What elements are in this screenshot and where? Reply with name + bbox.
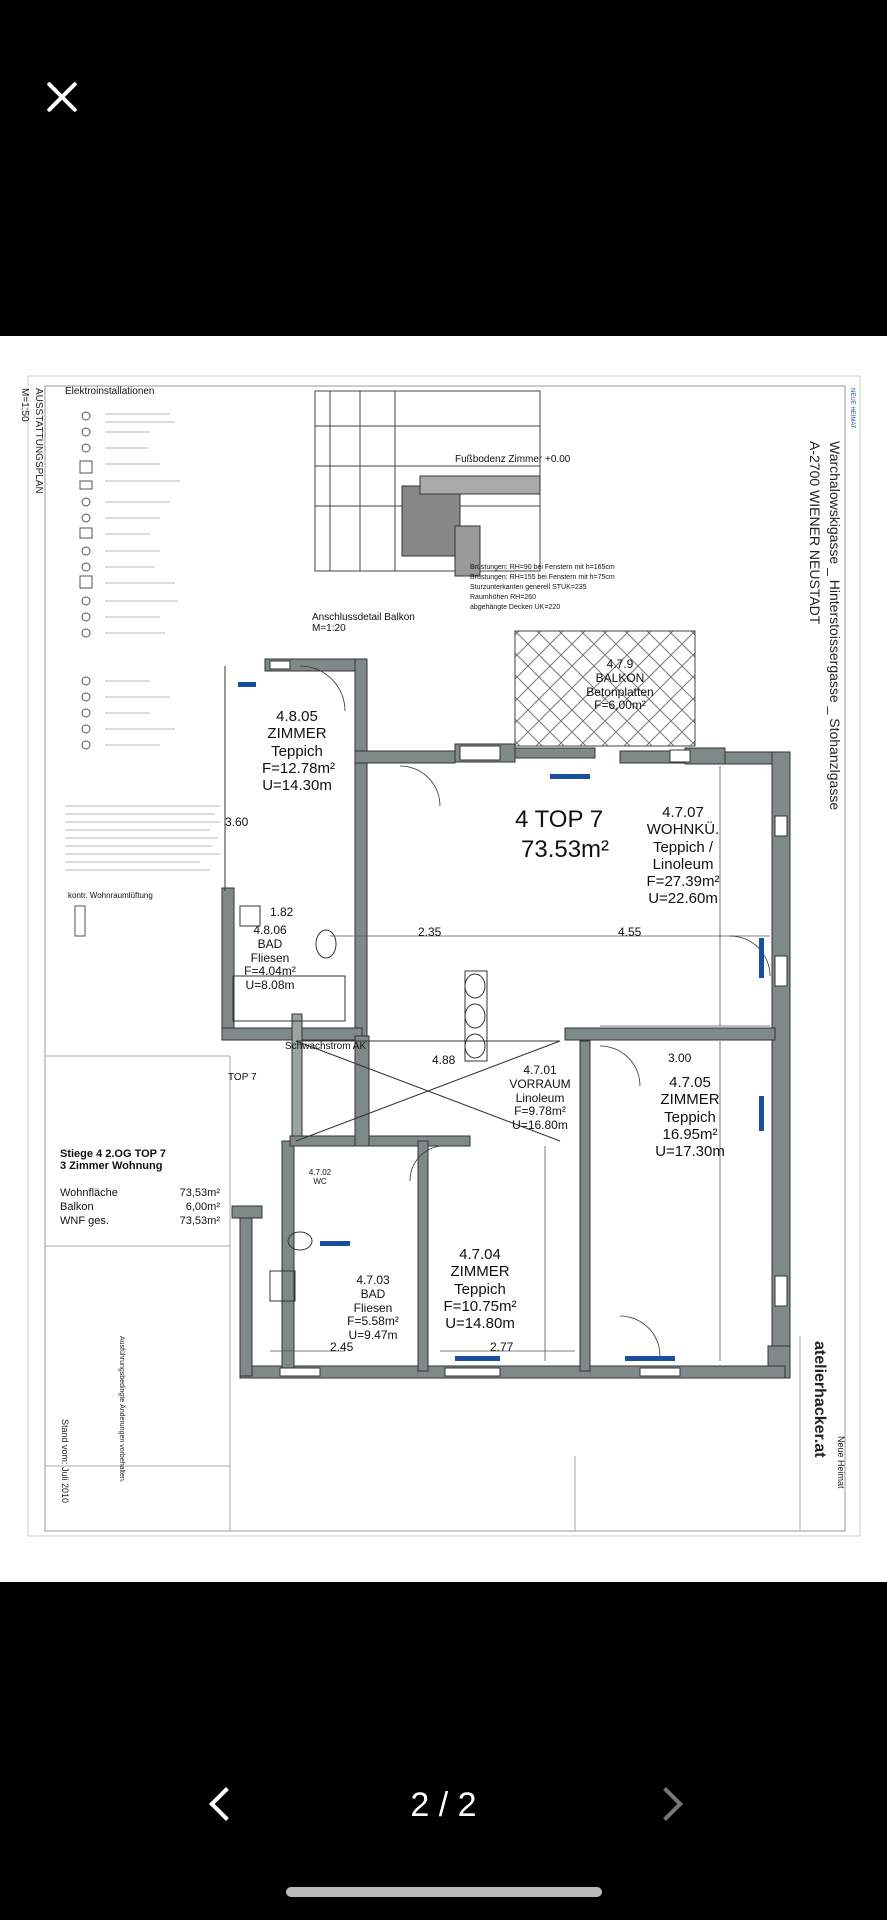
dim-label: 2.77 — [490, 1340, 514, 1354]
room-perimeter: U=14.80m — [445, 1315, 515, 1332]
room-4707: 4.7.07 WOHNKÜ. Teppich / Linoleum F=27.3… — [633, 804, 733, 908]
room-4704: 4.7.04 ZIMMER Teppich F=10.75m² U=14.80m — [430, 1246, 530, 1332]
room-name: BAD — [360, 1286, 386, 1301]
previous-page-button[interactable] — [200, 1784, 240, 1824]
dim-label: Schwachstrom AK — [285, 1041, 367, 1052]
room-area: F=10.75m² — [443, 1297, 517, 1315]
room-area: F=12.78m² — [262, 759, 335, 777]
room-name: VORRAUM — [509, 1076, 571, 1091]
summary-title: Stiege 4 2.OG TOP 7 — [60, 1148, 166, 1160]
room-floor: Betonplatten — [586, 684, 654, 699]
brustung-note-1: Brüstungen: RH=90 bei Fenstern mit h=165… — [470, 564, 615, 571]
next-page-button[interactable] — [652, 1784, 692, 1824]
room-area: F=27.39m² — [646, 873, 720, 890]
plan-title-left: AUSSTATTUNGSPLAN — [33, 388, 44, 494]
window-note: Fußbodenz Zimmer +0.00 — [455, 454, 571, 465]
apartment-area: 73.53m² — [521, 836, 610, 863]
room-floor: Fliesen — [250, 950, 290, 965]
stand-date: Stand vom: Juli 2010 — [60, 1419, 70, 1504]
balcony-detail-label: Anschlussdetail Balkon — [312, 612, 415, 623]
dim-label: TOP 7 — [228, 1072, 257, 1083]
close-button[interactable] — [40, 75, 84, 119]
room-floor: Teppich — [664, 1108, 716, 1126]
wohnraum-lueftung: kontr. Wohnraumlüftung — [68, 891, 153, 900]
room-id: 4.7.05 — [669, 1074, 711, 1091]
footer-note: Ausführungsbedingte Änderungen vorbehalt… — [118, 1336, 125, 1483]
dim-label: 2.45 — [330, 1340, 354, 1354]
room-perimeter: U=22.60m — [648, 890, 718, 908]
image-viewer[interactable]: Warchalowskigasse _ Hinterstoissergasse … — [0, 336, 887, 1582]
dim-label: 4.55 — [618, 925, 642, 939]
room-name: ZIMMER — [660, 1091, 720, 1109]
room-floor: Fliesen — [353, 1300, 393, 1315]
room-area: F=9.78m² — [514, 1104, 566, 1119]
dim-label: 3.00 — [668, 1051, 692, 1065]
room-479: 4.7.9 BALKON Betonplatten F=6,00m² — [580, 657, 660, 713]
room-perimeter: U=16.80m — [512, 1118, 568, 1133]
footer-name: Neue Heimat — [836, 1436, 846, 1489]
room-id: 4.8.05 — [276, 708, 318, 725]
room-perimeter: U=8.08m — [245, 978, 295, 993]
room-perimeter: U=14.30m — [262, 777, 332, 794]
pager: 2 / 2 — [0, 1770, 887, 1840]
dim-label: 3.60 — [225, 815, 249, 829]
home-indicator[interactable] — [286, 1887, 602, 1897]
room-id: 4.8.06 — [253, 923, 287, 937]
page-indicator: 2 / 2 — [410, 1786, 477, 1824]
logo-text: NEUE HEIMAT — [849, 388, 855, 429]
room-perimeter: U=17.30m — [655, 1143, 725, 1160]
dim-label: 4.88 — [432, 1053, 456, 1067]
room-id: 4.7.01 — [523, 1063, 557, 1077]
room-area: F=6,00m² — [594, 698, 646, 713]
room-floor: Teppich / Linoleum — [652, 838, 714, 873]
room-area: 16.95m² — [662, 1125, 718, 1143]
brustung-note-4: Raumhöhen RH=260 — [470, 594, 536, 601]
website-label: atelierhacker.at — [811, 1341, 828, 1458]
room-id: 4.7.03 — [356, 1273, 390, 1287]
room-4806: 4.8.06 BAD Fliesen F=4.04m² U=8.08m — [240, 923, 300, 993]
dim-label: 1.82 — [270, 905, 294, 919]
room-4702: 4.7.02 WC — [305, 1168, 335, 1186]
apartment-summary-table: Stiege 4 2.OG TOP 7 3 Zimmer Wohnung Woh… — [60, 1148, 220, 1228]
room-area: F=4.04m² — [244, 964, 296, 979]
legend-heading: Elektroinstallationen — [65, 386, 155, 397]
balcony-detail-scale: M=1:20 — [312, 623, 346, 634]
floor-plan-drawing — [27, 375, 861, 1537]
room-perimeter: U=9.47m — [348, 1328, 398, 1343]
room-area: F=5.58m² — [347, 1314, 399, 1329]
plan-scale-left: M=1:50 — [19, 388, 30, 422]
summary-row: WNF ges.73,53m² — [60, 1215, 220, 1227]
room-name: WC — [313, 1177, 327, 1187]
room-name: WOHNKÜ. — [646, 821, 720, 839]
room-floor: Teppich — [454, 1280, 506, 1298]
room-4703: 4.7.03 BAD Fliesen F=5.58m² U=9.47m — [338, 1273, 408, 1343]
room-floor: Teppich — [271, 742, 323, 760]
room-name: ZIMMER — [267, 725, 327, 743]
room-id: 4.7.02 — [308, 1168, 332, 1177]
room-name: BAD — [257, 936, 283, 951]
room-floor: Linoleum — [515, 1090, 565, 1105]
dim-label: 2.35 — [418, 925, 442, 939]
summary-subtitle: 3 Zimmer Wohnung — [60, 1160, 163, 1172]
room-name: BALKON — [595, 670, 645, 685]
room-4805: 4.8.05 ZIMMER Teppich F=12.78m² U=14.30m — [262, 708, 335, 794]
room-id: 4.7.9 — [606, 657, 634, 671]
brustung-note-5: abgehängte Decken UK=220 — [470, 604, 561, 611]
room-id: 4.7.04 — [459, 1246, 501, 1263]
address-line-2: A-2700 WIENER NEUSTADT — [807, 441, 823, 625]
brustung-note-2: Brüstungen: RH=155 bei Fenstern mit h=75… — [470, 574, 615, 581]
apartment-top: 4 TOP 7 — [515, 806, 604, 833]
room-4705: 4.7.05 ZIMMER Teppich 16.95m² U=17.30m — [640, 1074, 740, 1160]
brustung-note-3: Sturzunterkanten generell STUK=235 — [470, 584, 587, 591]
room-id: 4.7.07 — [662, 804, 704, 821]
address-line-1: Warchalowskigasse _ Hinterstoissergasse … — [827, 441, 843, 811]
room-4701: 4.7.01 VORRAUM Linoleum F=9.78m² U=16.80… — [500, 1063, 580, 1133]
room-name: ZIMMER — [450, 1263, 510, 1281]
